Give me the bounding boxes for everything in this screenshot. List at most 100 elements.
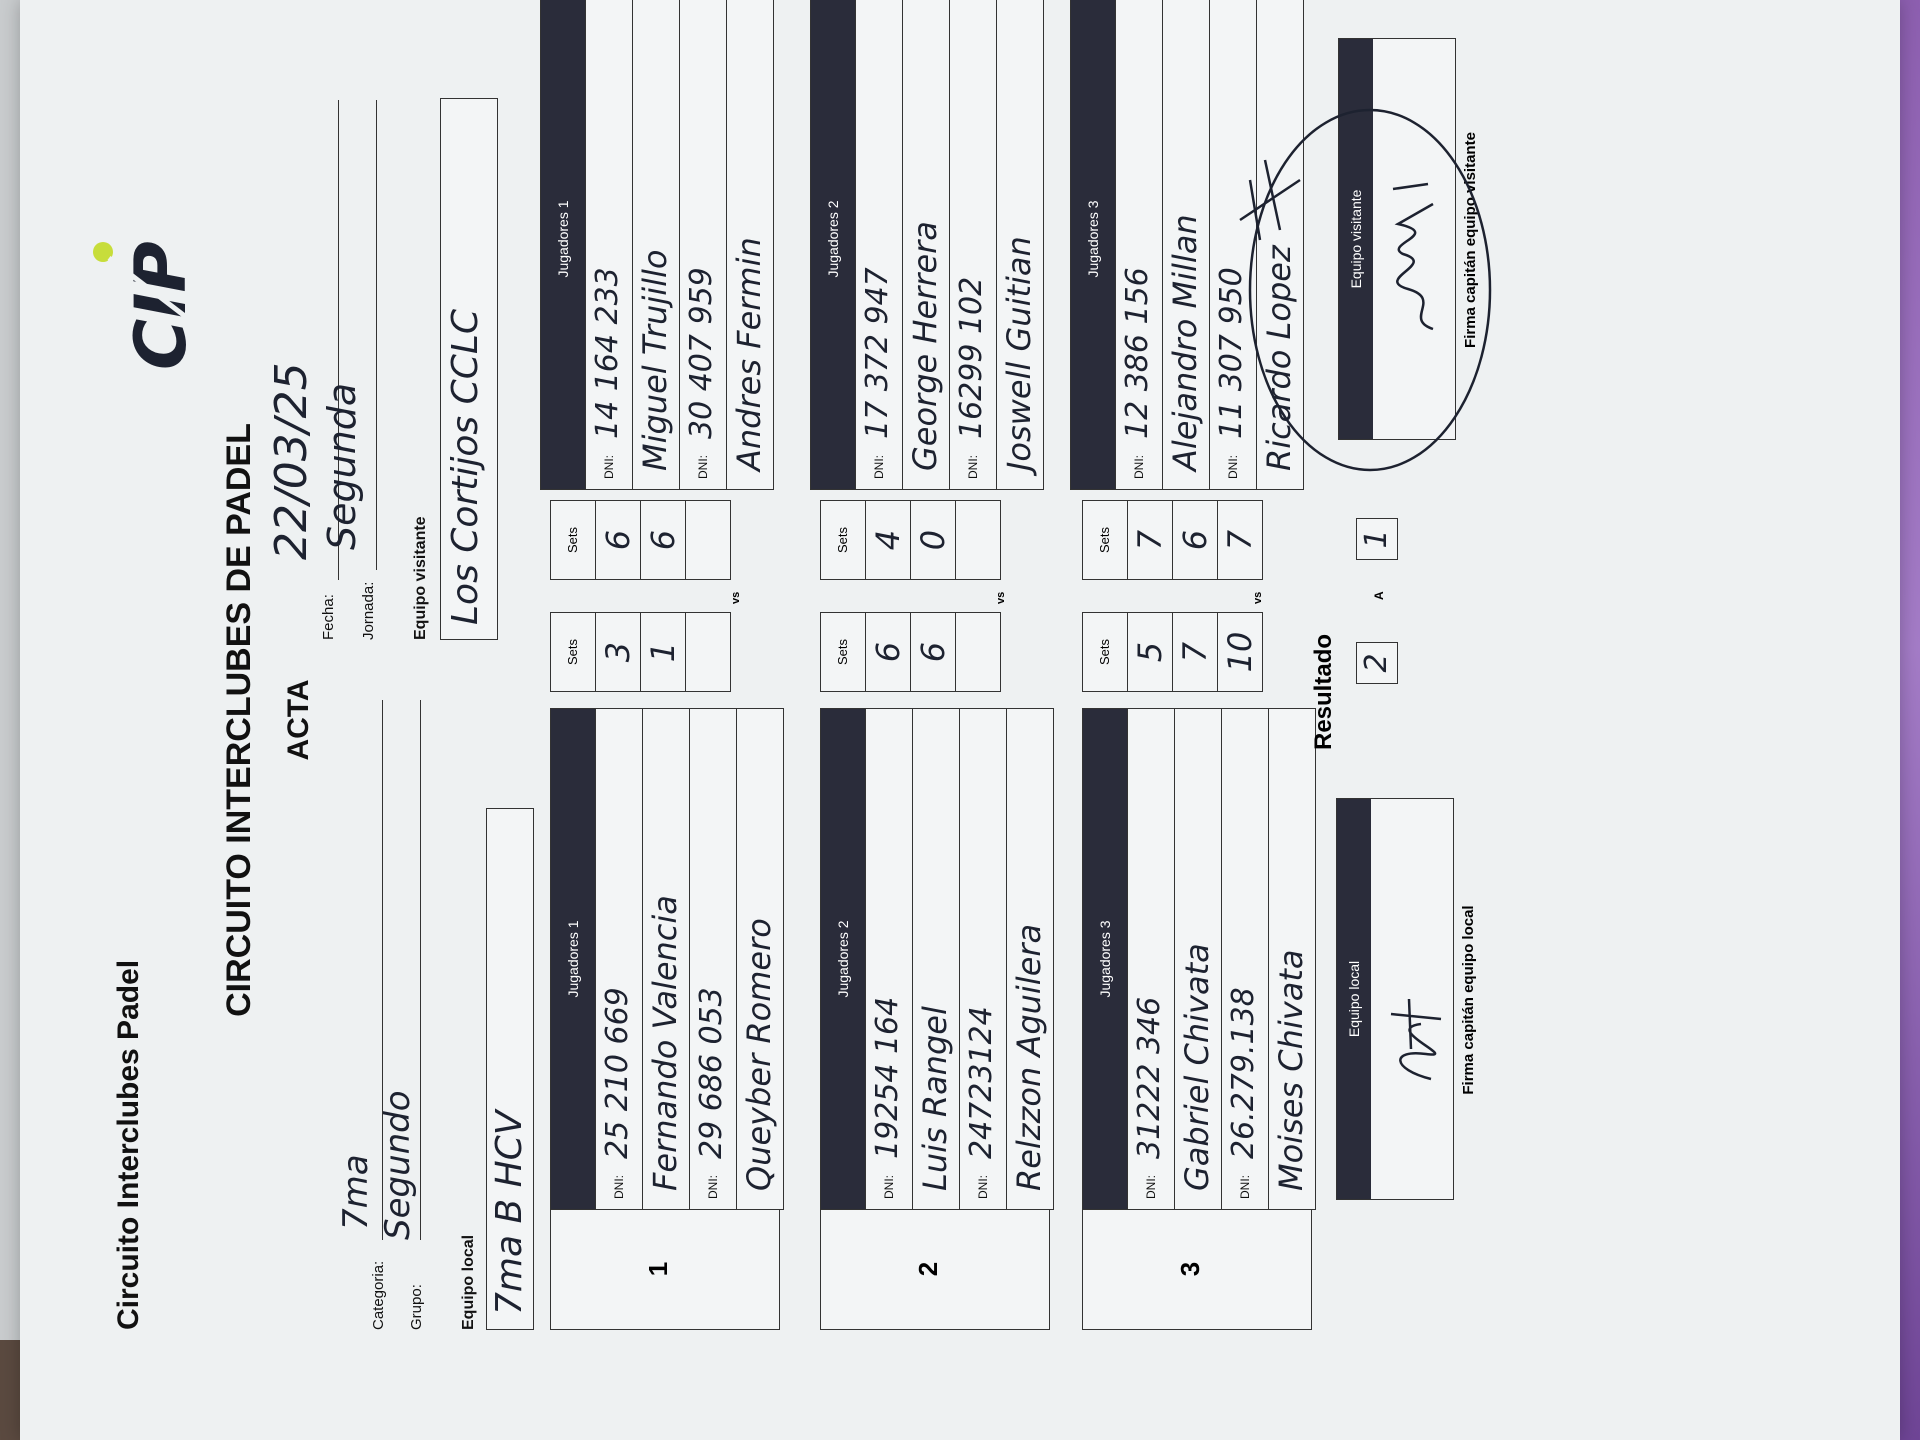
match-2-visitante-set-1: 4 [866, 501, 911, 579]
resultado-a: A [1372, 591, 1386, 600]
match-3-local-set-3: 10 [1221, 631, 1259, 673]
match-2-visitante-name1: George Herrera [906, 221, 944, 471]
match-2-local-set-3 [956, 613, 1000, 691]
categoria-label: Categoria: [370, 1260, 387, 1330]
local-signature-icon [1390, 998, 1442, 1081]
match-3-local-name1: Gabriel Chivata [1178, 943, 1216, 1191]
match-2-number-box: 2 [820, 1208, 1050, 1330]
svg-text:CIP: CIP [120, 241, 202, 370]
match-2-number: 2 [913, 1261, 943, 1277]
fecha-label: Fecha: [320, 594, 337, 640]
match-1-number: 1 [643, 1261, 673, 1277]
resultado-local: 2 [1356, 642, 1398, 684]
match-2-visitante-sets: Sets 4 0 [820, 500, 1001, 580]
sets-label: Sets [821, 501, 866, 579]
resultado-visitante: 1 [1356, 518, 1398, 560]
match-2-visitante-dni1: 17 372 947 [860, 267, 895, 439]
match-1-vs: vs [730, 591, 742, 604]
jornada-label: Jornada: [360, 581, 377, 640]
match-3-visitante-header: Jugadores 3 [1071, 0, 1115, 489]
local-label: Equipo local [460, 1234, 477, 1330]
dni-label: DNI: [872, 455, 886, 479]
match-2-visitante-header: Jugadores 2 [811, 0, 855, 489]
match-3-local-dni2: 26.279.138 [1226, 987, 1261, 1159]
signature-box-visitante: Equipo visitante [1338, 38, 1456, 440]
match-1-visitante-table: Jugadores 1 DNI:14 164 233 Miguel Trujil… [540, 0, 774, 490]
match-2-local-table: Jugadores 2 DNI:19254 164 Luis Rangel DN… [820, 708, 1054, 1210]
match-1-local-name2: Queyber Romero [740, 918, 778, 1191]
dni-label: DNI: [696, 455, 710, 479]
sets-label: Sets [551, 613, 596, 691]
match-2-local-set-1: 6 [866, 613, 911, 691]
match-2-local-dni1: 19254 164 [870, 996, 905, 1159]
match-3-visitante-set-2: 6 [1173, 501, 1218, 579]
match-3-visitante-dni1: 12 386 156 [1120, 267, 1155, 439]
acta-subtitle: ACTA [282, 679, 315, 761]
dni-label: DNI: [1132, 455, 1146, 479]
signature-local-header: Equipo local [1337, 799, 1371, 1199]
main-title: CIRCUITO INTERCLUBES DE PADEL [220, 423, 258, 1017]
match-3-local-header: Jugadores 3 [1083, 709, 1127, 1209]
grupo-label: Grupo: [408, 1284, 425, 1330]
match-1-visitante-set-1: 6 [596, 501, 641, 579]
resultado-label: Resultado [1310, 633, 1337, 750]
match-3-local-sets: Sets 5 7 10 [1082, 612, 1263, 692]
match-3-local-set-1: 5 [1128, 613, 1173, 691]
signature-box-local: Equipo local [1336, 798, 1454, 1200]
match-1-visitante-header: Jugadores 1 [541, 0, 585, 489]
match-1-visitante-set-3 [686, 501, 730, 579]
match-2-local-name1: Luis Rangel [916, 1006, 954, 1191]
visitante-signature-icon [1392, 182, 1434, 331]
fecha-value: 22/03/25 [266, 362, 317, 560]
match-2-vs: vs [995, 591, 1007, 604]
match-1-local-set-1: 3 [596, 613, 641, 691]
visitante-team-value: Los Cortijos CCLC [445, 308, 486, 625]
jornada-line [376, 100, 377, 570]
local-team-value: 7ma B HCV [489, 1110, 530, 1315]
match-1-local-sets: Sets 3 1 [550, 612, 731, 692]
sets-label: Sets [551, 501, 596, 579]
match-1-local-set-3 [686, 613, 730, 691]
match-2-visitante-table: Jugadores 2 DNI: 17 372 947 George Herrer… [810, 0, 1044, 490]
categoria-value: 7ma [336, 1154, 376, 1230]
match-3-local-dni1: 31222 346 [1132, 996, 1167, 1159]
sets-label: Sets [821, 613, 866, 691]
match-2-local-dni2: 24723124 [964, 1006, 999, 1159]
dni-label: DNI: [1238, 1175, 1252, 1199]
match-2-local-header: Jugadores 2 [821, 709, 865, 1209]
visitante-label: Equipo visitante [412, 516, 429, 640]
match-3-visitante-set-1: 7 [1128, 501, 1173, 579]
match-1-visitante-sets: Sets 6 6 [550, 500, 731, 580]
match-1-local-header: Jugadores 1 [551, 709, 595, 1209]
match-3-visitante-set-3: 7 [1221, 529, 1259, 551]
match-3-visitante-name1: Alejandro Millan [1166, 214, 1204, 471]
match-1-number-box: 1 [550, 1208, 780, 1330]
match-3-local-table: Jugadores 3 DNI: 31222 346 Gabriel Chivat… [1082, 708, 1316, 1210]
match-1-visitante-dni2: 30 407 959 [684, 267, 719, 439]
firma-local-caption: Firma capitán equipo local [1460, 905, 1477, 1095]
match-3-number-box: 3 [1082, 1208, 1312, 1330]
match-3-local-set-2: 7 [1173, 613, 1218, 691]
dni-label: DNI: [976, 1175, 990, 1199]
match-2-local-sets: Sets 6 6 [820, 612, 1001, 692]
grupo-line [420, 700, 421, 1240]
grupo-value: Segundo [378, 1090, 418, 1240]
acta-sheet: Circuito Interclubes Padel CIP CIRCUITO … [20, 0, 1900, 1440]
match-1-local-table: Jugadores 1 DNI:25 210 669 Fernando Vale… [550, 708, 784, 1210]
circuit-name: Circuito Interclubes Padel [112, 959, 145, 1330]
local-team-box: 7ma B HCV [486, 808, 534, 1330]
dni-label: DNI: [1144, 1175, 1158, 1199]
match-3-vs: vs [1252, 591, 1264, 604]
match-3-local-name2: Moises Chivata [1272, 949, 1310, 1192]
jornada-value: Segunda [320, 382, 364, 550]
match-3-number: 3 [1175, 1261, 1205, 1277]
match-1-local-name1: Fernando Valencia [646, 895, 684, 1191]
match-1-visitante-dni1: 14 164 233 [590, 267, 625, 439]
match-1-local-set-2: 1 [641, 613, 686, 691]
match-1-local-dni1: 25 210 669 [600, 987, 635, 1159]
match-2-visitante-set-2: 0 [911, 501, 956, 579]
match-1-visitante-name2: Andres Fermin [730, 237, 768, 471]
sets-label: Sets [1083, 501, 1128, 579]
match-2-visitante-name2: Joswell Guitian [1000, 236, 1038, 471]
